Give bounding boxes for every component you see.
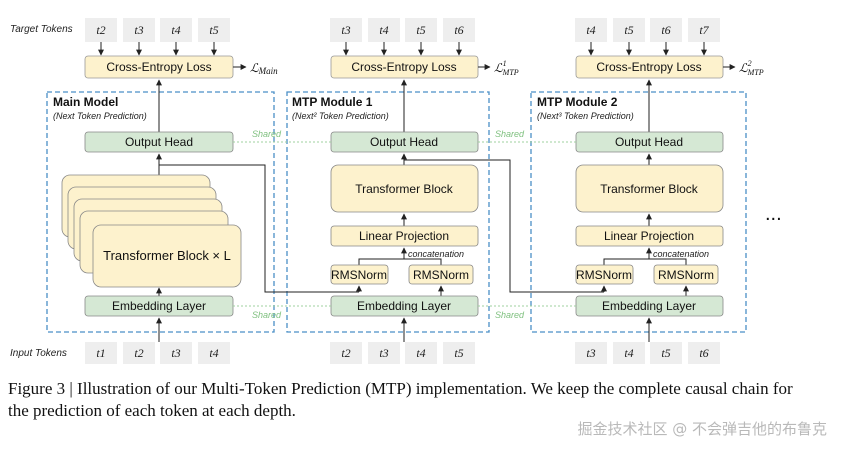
- token: t5: [416, 23, 425, 37]
- mtp1-subtitle: (Next² Token Prediction): [292, 111, 389, 121]
- shared-label: Shared: [252, 310, 282, 320]
- token: t1: [96, 346, 105, 360]
- token: t3: [341, 23, 350, 37]
- main-loss-box-label: Cross-Entropy Loss: [106, 60, 211, 74]
- token: t4: [171, 23, 180, 37]
- token: t4: [379, 23, 388, 37]
- mtp2-concat-label: concatenation: [653, 249, 709, 259]
- mtp1-box: [286, 91, 490, 333]
- token: t6: [454, 23, 463, 37]
- mtp2-transformer-label: Transformer Block: [600, 182, 699, 196]
- mtp2-embedding-label: Embedding Layer: [602, 299, 696, 313]
- shared-links: [233, 141, 576, 307]
- input-tokens-label: Input Tokens: [10, 348, 67, 359]
- mtp1-concat-label: concatenation: [408, 249, 464, 259]
- token: t3: [586, 346, 595, 360]
- mtp1-target-tokens: t3 t4 t5 t6: [330, 18, 475, 42]
- figure-caption: Figure 3 | Illustration of our Multi-Tok…: [8, 379, 793, 420]
- main-loss-label: ℒMain: [250, 61, 278, 76]
- main-transformer-stack: [61, 174, 242, 288]
- mtp1-loss-box-label: Cross-Entropy Loss: [351, 60, 456, 74]
- mtp2-title: MTP Module 2: [537, 95, 618, 109]
- shared-label: Shared: [495, 310, 525, 320]
- token: t3: [134, 23, 143, 37]
- mtp2-subtitle: (Next³ Token Prediction): [537, 111, 634, 121]
- mtp1-rmsnorm-left-label: RMSNorm: [331, 268, 387, 282]
- mtp2-loss-box-label: Cross-Entropy Loss: [596, 60, 701, 74]
- mtp2-input-tokens: t3 t4 t5 t6: [575, 342, 720, 364]
- mtp2-box: [530, 91, 747, 333]
- mtp1-transformer-block: [330, 164, 479, 213]
- token: t4: [624, 346, 633, 360]
- mtp1-title: MTP Module 1: [292, 95, 373, 109]
- mtp1-linear-projection: [330, 225, 479, 247]
- main-transformer-label: Transformer Block × L: [103, 248, 231, 263]
- mtp1-rmsnorm-right-label: RMSNorm: [413, 268, 469, 282]
- mtp1-output-head-label: Output Head: [370, 135, 438, 149]
- token: t5: [454, 346, 463, 360]
- token: t2: [134, 346, 143, 360]
- mtp1-linear-label: Linear Projection: [359, 229, 449, 243]
- shared-label: Shared: [252, 129, 282, 139]
- main-embedding-label: Embedding Layer: [112, 299, 206, 313]
- token: t3: [379, 346, 388, 360]
- mtp2-linear-label: Linear Projection: [604, 229, 694, 243]
- token: t2: [341, 346, 350, 360]
- token: t6: [699, 346, 708, 360]
- main-model: t2 t3 t4 t5 Cross-Entropy Loss ℒMain Mai…: [46, 18, 278, 364]
- mtp2-rmsnorm-right: [653, 264, 719, 285]
- token: t5: [209, 23, 218, 37]
- mtp2-target-tokens: t4 t5 t6 t7: [575, 18, 720, 42]
- token: t5: [624, 23, 633, 37]
- token: t7: [699, 23, 709, 37]
- token: t4: [209, 346, 218, 360]
- watermark: 掘金技术社区 @ 不会弹吉他的布鲁克: [577, 420, 827, 438]
- mtp2-rmsnorm-right-label: RMSNorm: [658, 268, 714, 282]
- mtp2-rmsnorm-left: [575, 264, 634, 285]
- mtp1-rmsnorm-right: [408, 264, 474, 285]
- target-tokens-label: Target Tokens: [10, 24, 73, 35]
- mtp1-input-tokens: t2 t3 t4 t5: [330, 342, 475, 364]
- mtp2-linear-projection: [575, 225, 724, 247]
- mtp-diagram: Target Tokens Input Tokens t2 t3 t4 t5 C…: [10, 18, 782, 364]
- mtp2-output-head-label: Output Head: [615, 135, 683, 149]
- token: t6: [661, 23, 670, 37]
- main-output-head-label: Output Head: [125, 135, 193, 149]
- main-model-title: Main Model: [53, 95, 118, 109]
- token: t5: [661, 346, 670, 360]
- shared-label: Shared: [495, 129, 525, 139]
- main-target-tokens: t2 t3 t4 t5: [85, 18, 230, 42]
- mtp1-rmsnorm-left: [330, 264, 389, 285]
- main-model-subtitle: (Next Token Prediction): [53, 111, 147, 121]
- main-model-box: [46, 91, 275, 333]
- mtp2-rmsnorm-left-label: RMSNorm: [576, 268, 632, 282]
- token: t2: [96, 23, 105, 37]
- mtp2-transformer-block: [575, 164, 724, 213]
- mtp1-embedding-label: Embedding Layer: [357, 299, 451, 313]
- mtp1-transformer-label: Transformer Block: [355, 182, 454, 196]
- token: t4: [586, 23, 595, 37]
- token: t3: [171, 346, 180, 360]
- main-input-tokens: t1 t2 t3 t4: [85, 342, 230, 364]
- more-modules-ellipsis: ...: [765, 203, 782, 225]
- token: t4: [416, 346, 425, 360]
- hidden-state-links: [159, 159, 607, 293]
